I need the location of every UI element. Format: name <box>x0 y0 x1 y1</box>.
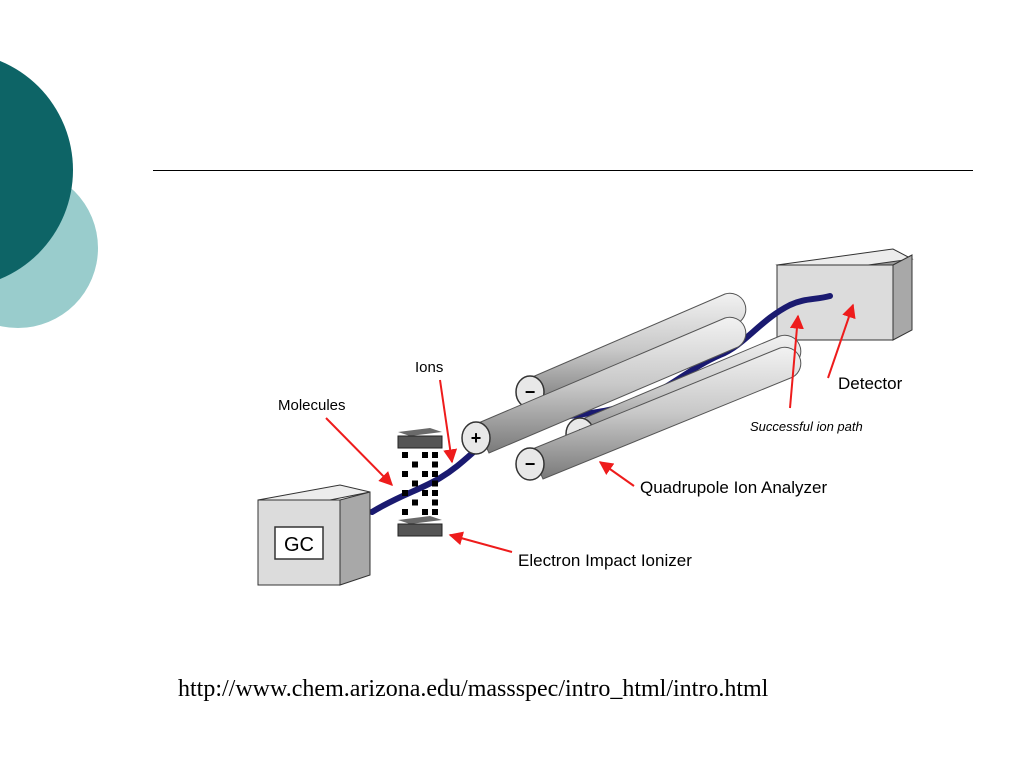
ionizer-dot <box>432 499 438 506</box>
ionizer-dot <box>432 509 438 515</box>
ionizer-dot <box>402 471 408 477</box>
ionizer-dot <box>402 490 408 496</box>
decor-circle-dark <box>0 60 73 280</box>
ionizer-dot <box>412 499 418 506</box>
ionizer-dot <box>412 461 418 468</box>
rod-top-front: + <box>461 316 747 455</box>
ionizer-dot <box>402 509 408 515</box>
label-quadrupole: Quadrupole Ion Analyzer <box>640 478 827 497</box>
ionizer-dot <box>432 480 438 487</box>
arrow-ionizer <box>448 531 513 553</box>
label-successful-ion-path: Successful ion path <box>750 419 863 434</box>
rod-sign-top-front: + <box>471 428 482 448</box>
ionizer-dot <box>432 452 438 458</box>
arrow-molecules <box>325 417 393 486</box>
arrow-detector <box>827 303 856 379</box>
ionizer-dot <box>432 471 438 477</box>
gc-box: GC <box>257 484 371 586</box>
label-molecules: Molecules <box>278 397 346 414</box>
ionizer <box>397 428 443 537</box>
arrow-quadrupole <box>598 461 635 487</box>
arrow-success-path <box>789 314 804 409</box>
title-divider <box>153 170 973 171</box>
gc-label: GC <box>284 534 314 556</box>
ionizer-dot <box>422 490 428 496</box>
ionizer-dot <box>422 452 428 458</box>
ionizer-dot <box>422 471 428 477</box>
ionizer-dot <box>412 480 418 487</box>
ionizer-dot <box>432 490 438 496</box>
rod-sign-bottom-front: − <box>525 454 536 474</box>
label-ions: Ions <box>415 359 443 376</box>
ionizer-dot <box>422 509 428 515</box>
rod-sign-top-back: − <box>525 382 536 402</box>
arrow-ions <box>439 379 458 464</box>
label-ionizer: Electron Impact Ionizer <box>518 551 692 570</box>
ionizer-dot <box>432 461 438 468</box>
detector-box <box>775 248 914 341</box>
slide-decoration <box>0 60 98 328</box>
source-link[interactable]: http://www.chem.arizona.edu/massspec/int… <box>178 676 769 702</box>
label-detector: Detector <box>838 374 903 393</box>
ionizer-dot <box>402 452 408 458</box>
